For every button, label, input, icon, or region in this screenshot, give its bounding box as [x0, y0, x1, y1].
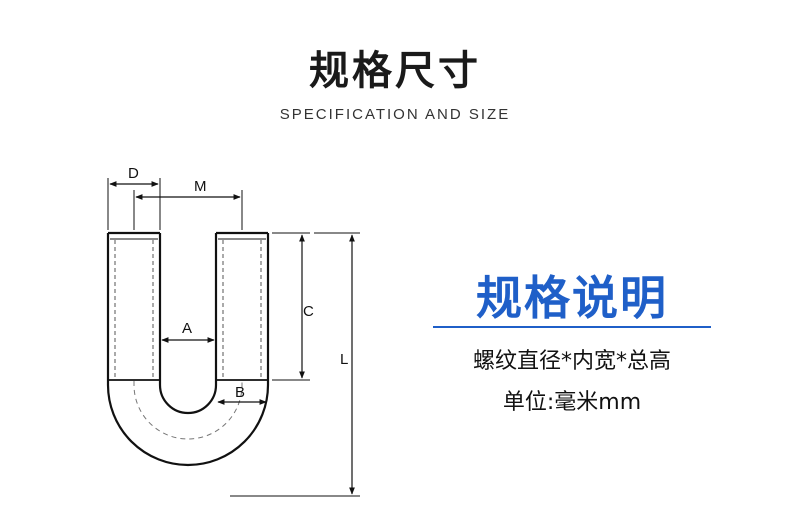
dim-label-b: B — [235, 384, 245, 401]
u-bolt-outline — [106, 233, 270, 467]
spec-dimensions-note: 螺纹直径*内宽*总高 — [472, 349, 671, 374]
dim-label-d: D — [128, 165, 139, 182]
page-title: 规格尺寸 — [309, 48, 481, 94]
u-bolt-diagram: D M A C L B — [106, 165, 360, 497]
dim-label-c: C — [303, 303, 314, 320]
u-bolt-inner-outline — [158, 233, 218, 415]
spec-unit-note: 单位:毫米mm — [502, 390, 642, 415]
spec-heading: 规格说明 — [476, 271, 668, 325]
page-subtitle: SPECIFICATION AND SIZE — [279, 106, 511, 123]
spec-divider — [433, 326, 711, 328]
dim-label-l: L — [340, 351, 348, 368]
dim-label-m: M — [194, 178, 207, 195]
thread-lines — [114, 240, 262, 379]
dim-label-a: A — [182, 320, 192, 337]
